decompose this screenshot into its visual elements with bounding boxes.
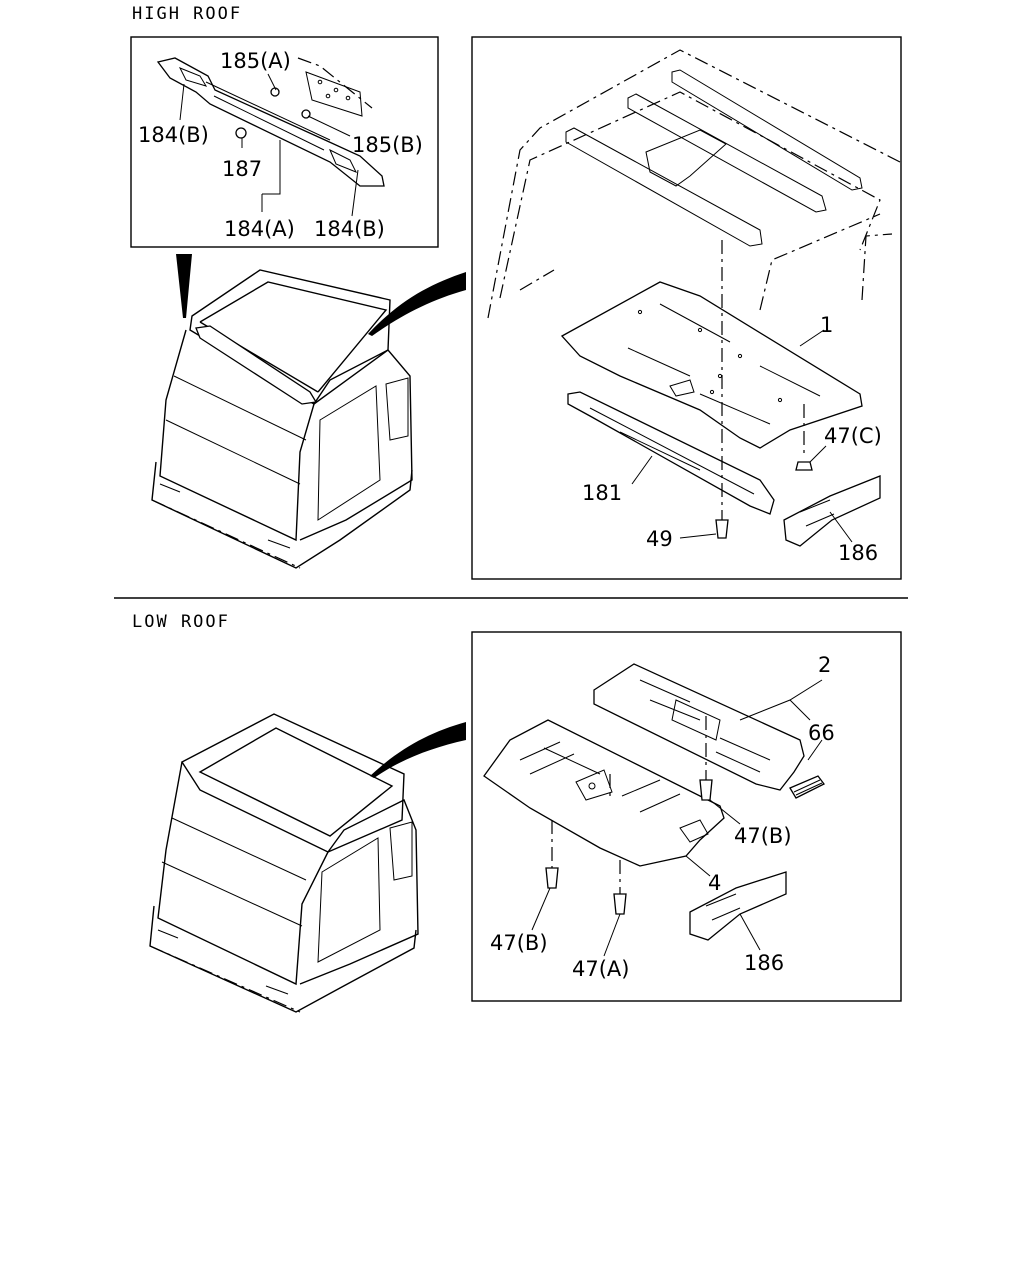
callout-185b: 185(B) <box>352 133 423 157</box>
section-title-low-roof: LOW ROOF <box>132 612 230 632</box>
callout-1: 1 <box>820 313 833 337</box>
callout-2: 2 <box>818 653 831 677</box>
exploded-box-high-roof <box>471 36 902 580</box>
callout-181: 181 <box>582 481 622 505</box>
inset-box-roof-trim <box>130 36 439 248</box>
callout-47a: 47(A) <box>572 957 629 981</box>
exploded-box-low-roof <box>471 631 902 1002</box>
cab-low-roof-view <box>149 713 466 1013</box>
callout-186-bottom: 186 <box>744 951 784 975</box>
callout-47b-left: 47(B) <box>490 931 548 955</box>
section-title-high-roof: HIGH ROOF <box>132 4 243 24</box>
callout-186-top: 186 <box>838 541 878 565</box>
callout-4: 4 <box>708 871 721 895</box>
cab-high-roof-view <box>151 254 466 569</box>
callout-47b-right: 47(B) <box>734 824 792 848</box>
callout-47c: 47(C) <box>824 424 882 448</box>
callout-184a: 184(A) <box>224 217 295 241</box>
callout-66: 66 <box>808 721 835 745</box>
callout-184b-left: 184(B) <box>138 123 209 147</box>
callout-185a: 185(A) <box>220 49 291 73</box>
callout-49: 49 <box>646 527 673 551</box>
callout-184b-right: 184(B) <box>314 217 385 241</box>
callout-187: 187 <box>222 157 262 181</box>
callout-labels: 185(A) 184(B) 185(B) 187 184(A) 184(B) 1… <box>138 49 882 981</box>
